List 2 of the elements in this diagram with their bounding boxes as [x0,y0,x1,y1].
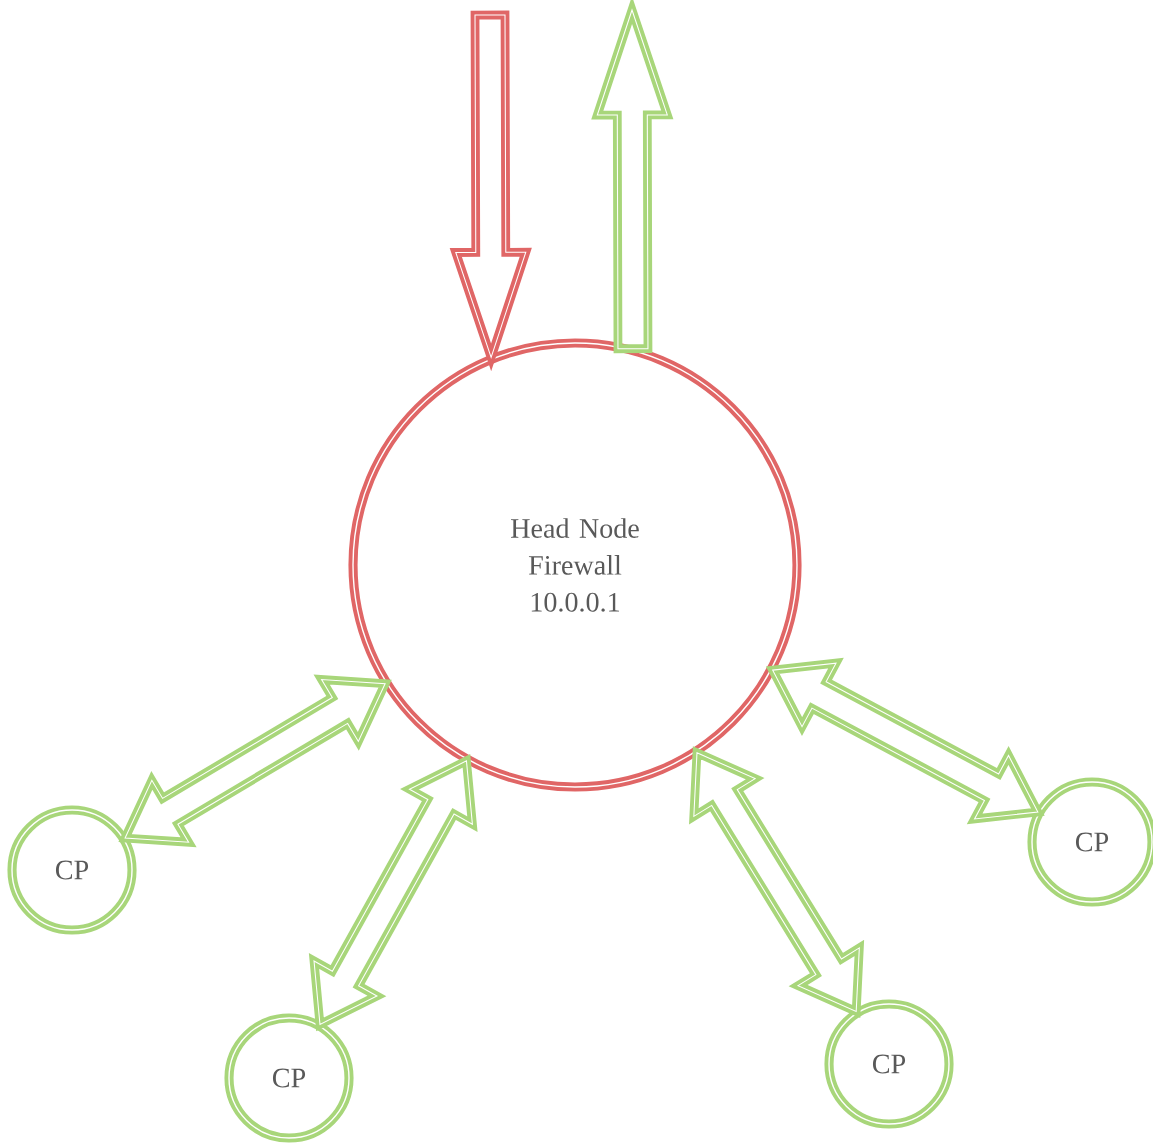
arrow [449,10,532,372]
arrow [591,0,674,354]
